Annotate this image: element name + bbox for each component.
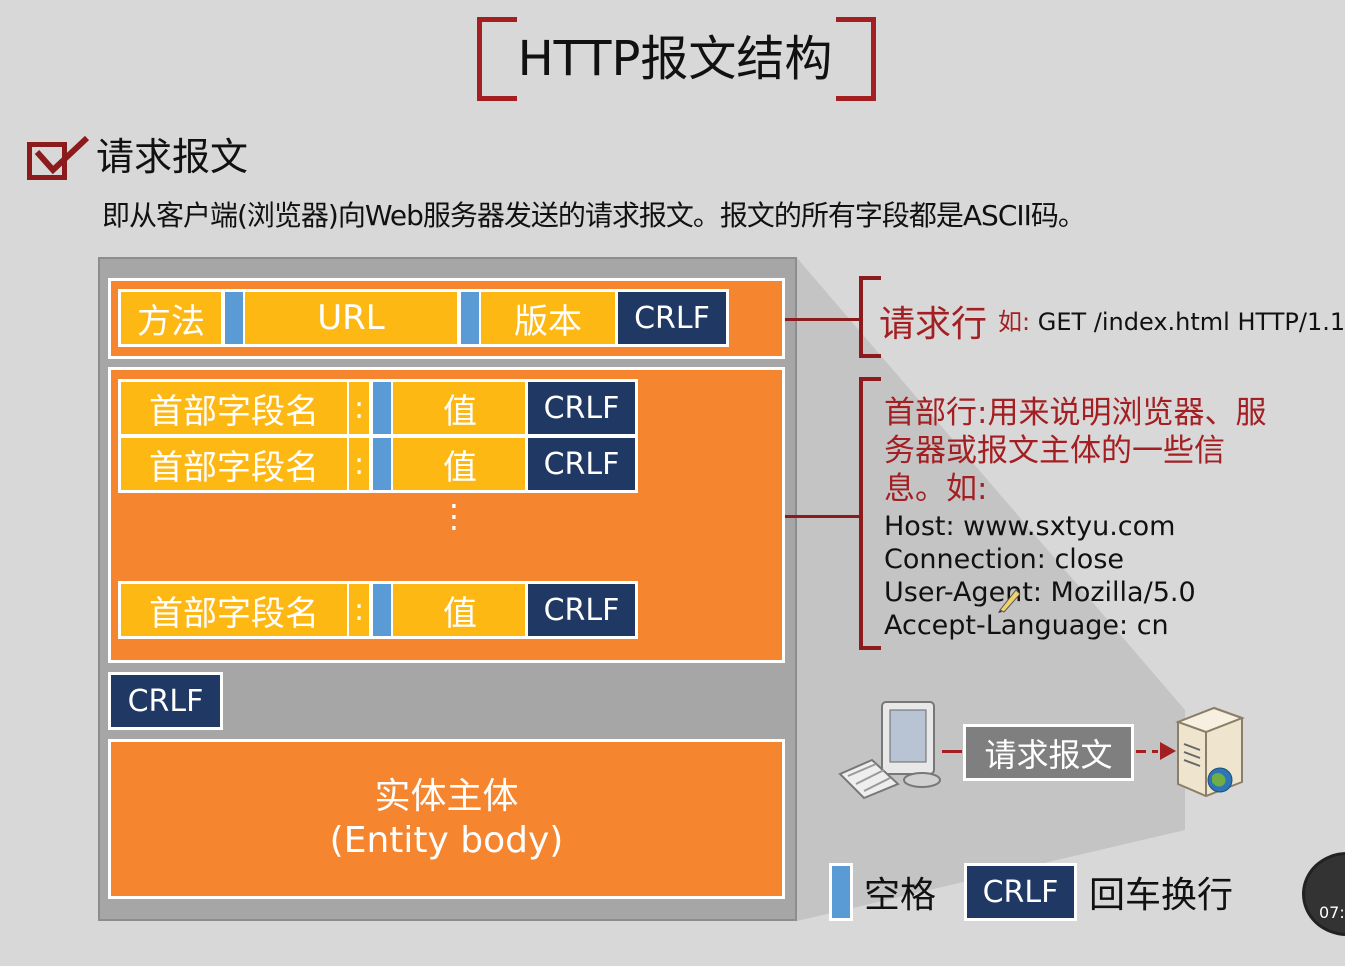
title-bracket-right (836, 17, 876, 101)
header-field-value: 值 (443, 391, 477, 432)
header-colon: : (347, 584, 371, 636)
entity-body-box: 实体主体 (Entity body) (108, 739, 785, 899)
version-cell: 版本 (514, 301, 582, 342)
url-cell: URL (245, 292, 459, 344)
server-icon (1175, 706, 1245, 798)
header-lines-connector (785, 515, 861, 518)
example-text: GET /index.html HTTP/1.1 (1037, 308, 1345, 336)
entity-body-subtitle: (Entity body) (329, 820, 564, 861)
legend-crlf-label: 回车换行 (1089, 875, 1234, 916)
header-row: 首部字段名 : 值 (118, 581, 528, 639)
space-marker (459, 292, 481, 344)
request-line-connector (785, 318, 861, 321)
header-row-crlf: CRLF (525, 581, 638, 639)
section-description: 即从客户端(浏览器)向Web服务器发送的请求报文。报文的所有字段都是ASCII码… (102, 199, 1086, 232)
space-marker (371, 382, 393, 434)
flow-line-left (942, 750, 962, 753)
header-lines-bracket (859, 377, 881, 650)
legend-crlf-box: CRLF (964, 863, 1077, 921)
space-marker (371, 438, 393, 490)
request-line-row: 方法 URL 版本 (118, 289, 618, 347)
header-example: Host: www.sxtyu.com (884, 511, 1176, 542)
request-line-bracket (859, 276, 881, 358)
header-field-value: 值 (443, 593, 477, 634)
space-marker (223, 292, 245, 344)
flow-line-right (1152, 750, 1158, 753)
ellipsis: ⋮ (438, 497, 470, 535)
computer-icon (838, 701, 941, 800)
title-bracket-left (477, 17, 517, 101)
example-prefix: 如: (998, 308, 1031, 336)
header-field-name: 首部字段名 (149, 593, 319, 634)
flow-line-right (1136, 750, 1146, 753)
space-marker (371, 584, 393, 636)
header-field-name: 首部字段名 (149, 391, 319, 432)
header-row: 首部字段名 : 值 (118, 379, 528, 437)
header-example: User-Agent: Mozilla/5.0 (884, 577, 1196, 608)
legend-space-label: 空格 (864, 875, 937, 916)
header-field-value: 值 (443, 447, 477, 488)
header-row-crlf: CRLF (525, 435, 638, 493)
method-cell: 方法 (121, 292, 223, 344)
page-title: HTTP报文结构 (517, 31, 833, 87)
header-lines-description: 首部行:用来说明浏览器、服务器或报文主体的一些信息。如: (884, 395, 1267, 507)
header-colon: : (347, 438, 371, 490)
header-example: Connection: close (884, 544, 1124, 575)
pen-cursor-icon (998, 589, 1021, 613)
header-field-name: 首部字段名 (149, 447, 319, 488)
entity-body-title: 实体主体 (374, 776, 519, 817)
arrow-right-icon (1160, 742, 1176, 760)
blank-line-crlf: CRLF (108, 672, 223, 730)
legend-space-marker (829, 863, 853, 921)
header-colon: : (347, 382, 371, 434)
header-example: Accept-Language: cn (884, 610, 1169, 641)
request-line-example: 如: GET /index.html HTTP/1.1 (998, 302, 1345, 337)
header-row-crlf: CRLF (525, 379, 638, 437)
section-title: 请求报文 (96, 135, 249, 179)
request-line-label: 请求行 (879, 304, 988, 345)
request-line-crlf: CRLF (615, 289, 729, 347)
header-row: 首部字段名 : 值 (118, 435, 528, 493)
checkmark-icon (34, 135, 90, 175)
request-message-box: 请求报文 (963, 724, 1134, 781)
header-examples: Host: www.sxtyu.com Connection: close Us… (884, 510, 1196, 642)
